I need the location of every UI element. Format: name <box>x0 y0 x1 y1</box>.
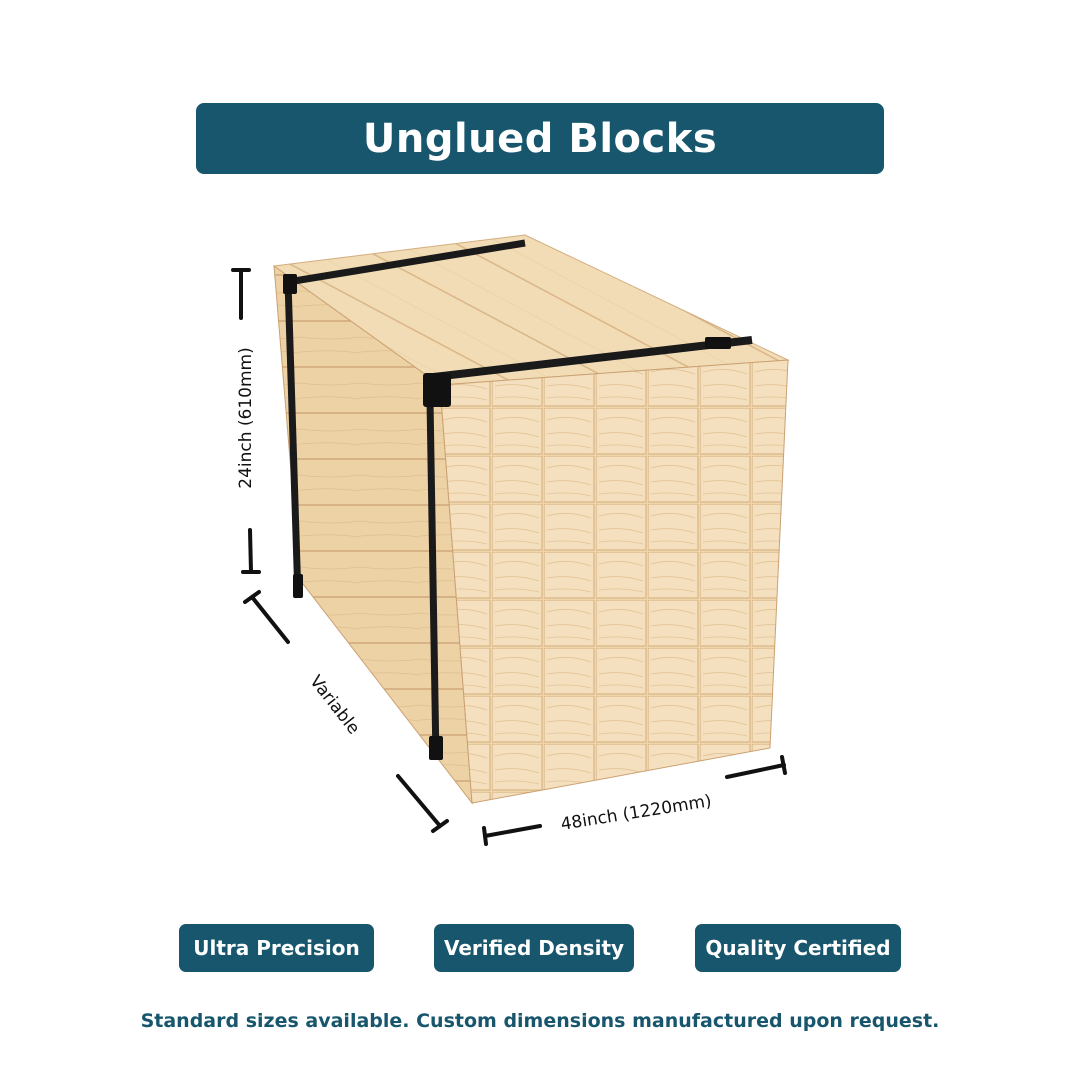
wood-block-stack-illustration <box>231 234 790 846</box>
strap-band <box>284 239 753 761</box>
page-title: Unglued Blocks <box>362 115 718 162</box>
badge-quality-certified: Quality Certified <box>695 924 901 972</box>
badge-verified-density: Verified Density <box>434 924 634 972</box>
depth-dimension-line <box>243 590 449 833</box>
title-banner: Unglued Blocks <box>196 103 884 174</box>
width-dimension-line <box>482 755 787 846</box>
height-dimension-label: 24inch (610mm) <box>235 347 256 489</box>
strap-buckle <box>283 274 731 760</box>
height-dimension-line <box>231 268 261 574</box>
footer-note: Standard sizes available. Custom dimensi… <box>140 1010 940 1032</box>
badge-ultra-precision: Ultra Precision <box>179 924 374 972</box>
stack-front-face <box>439 359 789 804</box>
